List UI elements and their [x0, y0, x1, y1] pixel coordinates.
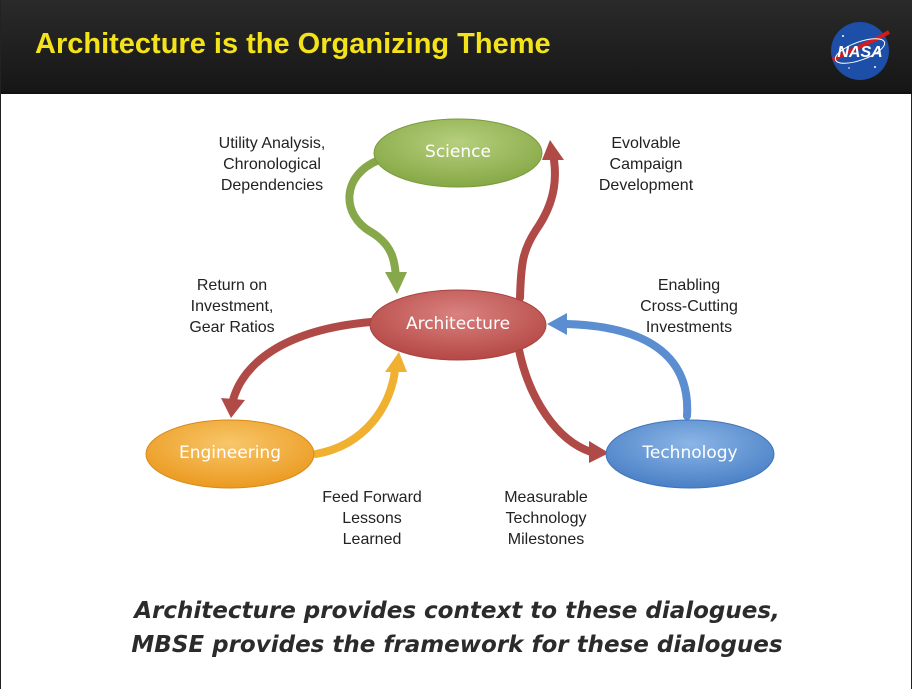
svg-text:NASA: NASA [837, 44, 882, 61]
arrow-engineering-to-architecture [312, 366, 399, 458]
label-engineering-to-architecture: Feed Forward Lessons Learned [322, 489, 422, 548]
arrow-science-to-architecture [345, 156, 400, 282]
arrow-head-orange [385, 352, 407, 372]
label-architecture-to-science: Evolvable Campaign Development [598, 135, 694, 194]
title-bar: Architecture is the Organizing Theme NAS… [1, 0, 912, 94]
technology-node-label: Technology [642, 443, 738, 463]
science-node-label: Science [425, 142, 491, 162]
technology-node [605, 419, 775, 489]
architecture-node-label: Architecture [405, 314, 511, 334]
label-architecture-to-technology: Measurable Technology Milestones [504, 489, 588, 548]
arrow-head-green [385, 272, 407, 294]
label-architecture-to-engineering: Return on Investment, Gear Ratios [189, 277, 275, 336]
label-science-to-architecture: Utility Analysis, Chronological Dependen… [218, 135, 326, 194]
footer-line-2: MBSE provides the framework for these di… [131, 632, 783, 658]
arrow-architecture-to-science [516, 156, 559, 302]
arrow-architecture-to-technology [515, 346, 595, 456]
engineering-node [145, 419, 315, 489]
slide-title: Architecture is the Organizing Theme [35, 28, 551, 60]
label-technology-to-architecture: Enabling Cross-Cutting Investments [640, 277, 738, 336]
arrow-head-blue [547, 313, 567, 335]
science-node [373, 118, 543, 188]
architecture-node [369, 289, 547, 361]
arrow-head-red-right [589, 441, 609, 463]
arrow-head-red-up [542, 140, 564, 160]
footer-line-1: Architecture provides context to these d… [134, 598, 780, 624]
engineering-node-label: Engineering [179, 443, 281, 463]
arrow-architecture-to-engineering [229, 318, 375, 404]
nasa-logo-icon: NASA [831, 22, 891, 80]
arrow-technology-to-architecture [562, 320, 692, 420]
arrow-head-red-left [221, 398, 245, 418]
